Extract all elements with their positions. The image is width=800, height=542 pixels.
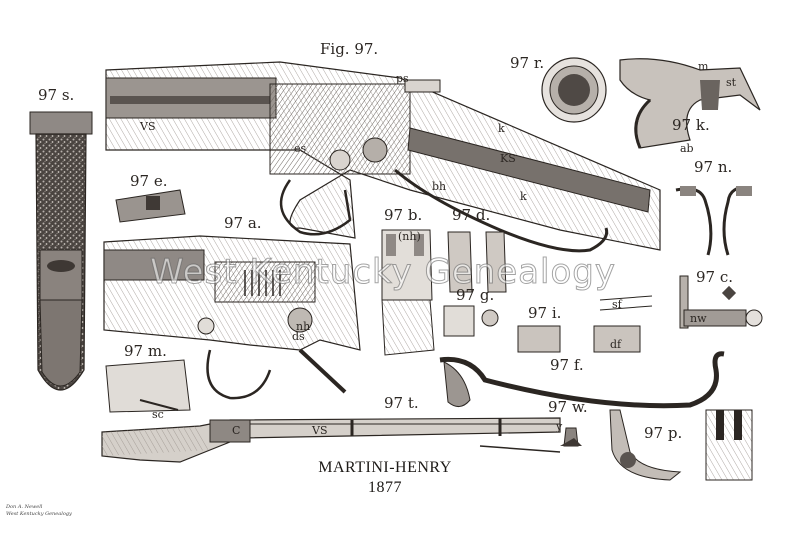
label-97p: 97 p. <box>644 424 683 442</box>
label-sf: sf <box>612 298 623 311</box>
label-vs-rifle: VS <box>311 424 327 437</box>
part-97e-drawing <box>115 189 186 223</box>
label-97d: 97 d. <box>452 206 491 224</box>
label-ps: ps <box>396 72 409 85</box>
title-year: 1877 <box>368 479 402 496</box>
label-97t: 97 t. <box>384 394 419 412</box>
label-97k: 97 k. <box>672 116 710 134</box>
part-97r-drawing <box>541 57 607 123</box>
label-97b: 97 b. <box>384 206 423 224</box>
label-ds: ds <box>292 330 305 343</box>
part-97m-drawing <box>105 359 191 413</box>
part-97t-drawing <box>101 417 561 463</box>
figure-title: Fig. 97. <box>320 40 379 58</box>
watermark-text: West Kentucky Genealogy <box>150 252 616 293</box>
label-nh: nh <box>296 320 310 333</box>
label-97i: 97 i. <box>528 304 562 322</box>
main-action-drawing <box>105 61 661 253</box>
label-m: m <box>698 60 709 73</box>
label-es: es <box>294 142 307 155</box>
label-st: st <box>726 76 737 89</box>
label-vs-main: VS <box>139 120 155 133</box>
label-nh-paren: (nh) <box>398 230 421 243</box>
part-letter-labels: VS KS k k bh ps es nh (nh) ds VS C m st … <box>139 60 737 437</box>
signature-org: West Kentucky Genealogy <box>6 511 72 517</box>
part-97c-drawing <box>679 275 763 329</box>
label-97n: 97 n. <box>694 158 733 176</box>
plate-title: MARTINI-HENRY 1877 <box>300 458 470 498</box>
label-97c: 97 c. <box>696 268 734 286</box>
label-97f: 97 f. <box>550 356 584 374</box>
label-y: y <box>555 420 563 433</box>
part-97i-drawing <box>517 295 653 353</box>
signature: Don A. Newell West Kentucky Genealogy <box>6 504 72 518</box>
label-97g: 97 g. <box>456 286 495 304</box>
label-k1: k <box>498 122 505 135</box>
label-ks: KS <box>500 152 516 165</box>
part-97d-drawing <box>447 231 507 293</box>
part-97w-drawing <box>560 427 582 447</box>
part-97g-drawing <box>443 305 499 337</box>
part-97b-drawing <box>381 229 435 356</box>
signature-name: Don A. Newell <box>6 504 43 510</box>
part-97p-drawing <box>609 409 753 481</box>
label-97s: 97 s. <box>38 86 75 104</box>
label-97m: 97 m. <box>124 342 167 360</box>
label-97r: 97 r. <box>510 54 545 72</box>
label-c-rifle: C <box>232 424 240 437</box>
title-model: MARTINI-HENRY <box>318 459 452 476</box>
label-bh: bh <box>432 180 446 193</box>
label-df: df <box>610 338 622 351</box>
part-97s-drawing <box>29 111 93 391</box>
label-97w: 97 w. <box>548 398 588 416</box>
part-97a-drawing <box>103 235 361 400</box>
part-97n-drawing <box>675 186 752 256</box>
label-97e: 97 e. <box>130 172 168 190</box>
label-sc: sc <box>152 408 164 421</box>
label-nw: nw <box>690 312 707 325</box>
part-97f-drawing <box>439 351 725 409</box>
label-k2: k <box>520 190 527 203</box>
label-ab: ab <box>680 142 694 155</box>
part-97k-drawing <box>619 58 761 149</box>
label-97a: 97 a. <box>224 214 262 232</box>
